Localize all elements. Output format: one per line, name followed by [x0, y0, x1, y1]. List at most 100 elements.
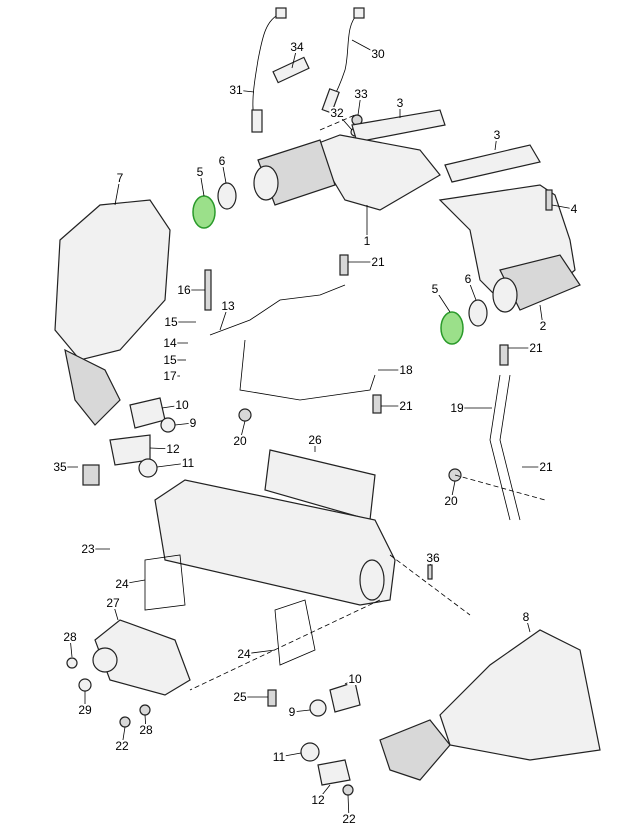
oxygen-sensor-30 [321, 88, 340, 114]
callout-label-6: 6 [217, 154, 227, 168]
callout-label-1: 1 [362, 234, 372, 248]
clamp-24 [274, 599, 316, 666]
bolt-21 [372, 394, 382, 414]
washer-28 [66, 657, 78, 669]
muffler-outlet [359, 559, 385, 601]
callout-label-11: 11 [180, 456, 196, 470]
clamp-24 [144, 554, 186, 611]
paste-tube-34 [272, 56, 310, 84]
callout-label-12: 12 [310, 793, 326, 807]
gasket-10 [329, 681, 361, 713]
sensor-plug [353, 7, 365, 19]
callout-label-19: 19 [449, 401, 465, 415]
callout-label-8: 8 [521, 610, 531, 624]
callout-label-5: 5 [430, 282, 440, 296]
bolt-4 [545, 189, 553, 211]
callout-label-31: 31 [228, 83, 244, 97]
clamp-5-highlighted [440, 311, 464, 345]
callout-label-3: 3 [395, 96, 405, 110]
callout-label-27: 27 [105, 596, 121, 610]
bolt-25 [267, 689, 277, 707]
sensor-plug [275, 7, 287, 19]
callout-label-10: 10 [174, 398, 190, 412]
callout-label-36: 36 [425, 551, 441, 565]
muffler-7-outlet [64, 348, 121, 426]
callout-label-29: 29 [77, 703, 93, 717]
callout-label-34: 34 [289, 40, 305, 54]
converter-outlet [492, 277, 518, 313]
callout-label-22: 22 [341, 812, 357, 826]
pin-36 [427, 564, 433, 580]
oxygen-sensor-31-wire [252, 13, 281, 131]
callout-label-4: 4 [569, 202, 579, 216]
callout-label-21: 21 [398, 399, 414, 413]
tailpipe-outlet [92, 647, 118, 673]
muffler-7 [54, 199, 171, 361]
callout-label-23: 23 [80, 542, 96, 556]
seal-ring-9 [309, 699, 327, 717]
converter-outlet [253, 165, 279, 201]
callout-label-25: 25 [232, 690, 248, 704]
seal-ring-9 [160, 417, 176, 433]
assembly-lines [189, 114, 546, 691]
callout-label-28: 28 [138, 723, 154, 737]
nut-22 [342, 784, 354, 796]
callout-label-22: 22 [114, 739, 130, 753]
callout-label-18: 18 [398, 363, 414, 377]
callout-label-6: 6 [463, 272, 473, 286]
callout-label-30: 30 [370, 47, 386, 61]
seal-ring-6 [217, 182, 237, 210]
bracket-18 [209, 284, 376, 401]
muffler-8-inlet [379, 719, 451, 781]
washer-29 [78, 678, 92, 692]
callout-label-35: 35 [52, 460, 68, 474]
callout-label-5: 5 [195, 165, 205, 179]
callout-label-24: 24 [114, 577, 130, 591]
gasket-3-right [444, 144, 541, 183]
callout-label-3: 3 [492, 128, 502, 142]
nut-20 [238, 408, 252, 422]
callout-label-13: 13 [220, 299, 236, 313]
seal-ring-11 [300, 742, 320, 762]
callout-label-2: 2 [538, 319, 548, 333]
seal-ring-11 [138, 458, 158, 478]
bolt-16 [204, 269, 212, 311]
callout-label-24: 24 [236, 647, 252, 661]
gasket-3-upper [351, 109, 446, 143]
callout-label-10: 10 [347, 672, 363, 686]
nut-22 [119, 716, 131, 728]
callout-label-14: 14 [162, 336, 178, 350]
callout-label-26: 26 [307, 433, 323, 447]
callout-label-33: 33 [353, 87, 369, 101]
callout-label-20: 20 [443, 494, 459, 508]
gasket-10 [129, 397, 166, 429]
bolt-21 [339, 254, 349, 276]
rear-muffler-23 [154, 479, 396, 606]
callout-label-32: 32 [329, 106, 345, 120]
callout-label-9: 9 [287, 705, 297, 719]
callout-label-11: 11 [271, 750, 287, 764]
clamp-5-highlighted [192, 195, 216, 229]
sensor-35 [82, 464, 100, 486]
flange-12 [317, 759, 351, 786]
callout-label-9: 9 [188, 416, 198, 430]
callout-label-28: 28 [62, 630, 78, 644]
callout-label-15: 15 [162, 353, 178, 367]
callout-label-15: 15 [163, 315, 179, 329]
callout-label-16: 16 [176, 283, 192, 297]
callout-label-7: 7 [115, 171, 125, 185]
seal-ring-6 [468, 299, 488, 327]
callout-label-21: 21 [370, 255, 386, 269]
callout-label-17: 17 [162, 369, 178, 383]
callout-label-21: 21 [538, 460, 554, 474]
bolt-21 [499, 344, 509, 366]
oxygen-sensor-31 [251, 109, 263, 133]
bracket-19 [489, 374, 521, 521]
muffler-8 [439, 629, 601, 761]
tailpipe-27 [94, 619, 191, 696]
callout-label-21: 21 [528, 341, 544, 355]
callout-label-12: 12 [165, 442, 181, 456]
washer-28 [139, 704, 151, 716]
